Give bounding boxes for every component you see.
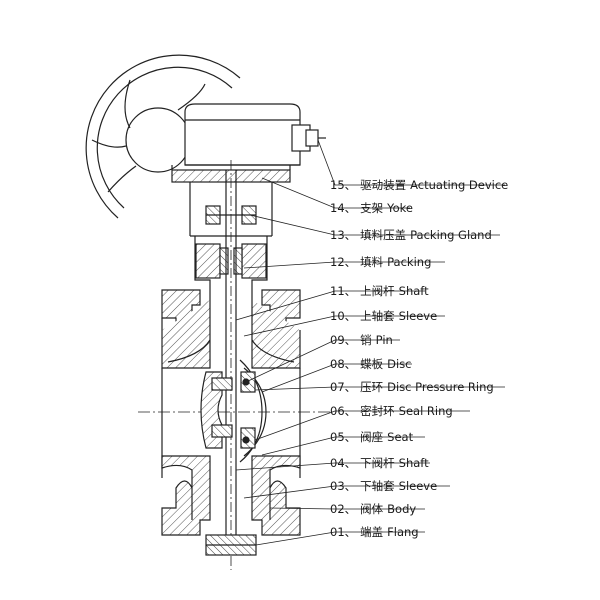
end-cap — [205, 534, 257, 556]
leader-lines — [235, 139, 505, 546]
gearbox — [184, 103, 326, 166]
disc-assembly — [200, 359, 267, 463]
lower-flange-right — [251, 455, 301, 536]
shaft — [225, 160, 237, 570]
handwheel — [85, 54, 241, 219]
lower-flange-left — [161, 455, 211, 536]
upper-flange-left — [161, 289, 211, 369]
neck — [194, 236, 268, 300]
packing-gland — [205, 205, 257, 225]
